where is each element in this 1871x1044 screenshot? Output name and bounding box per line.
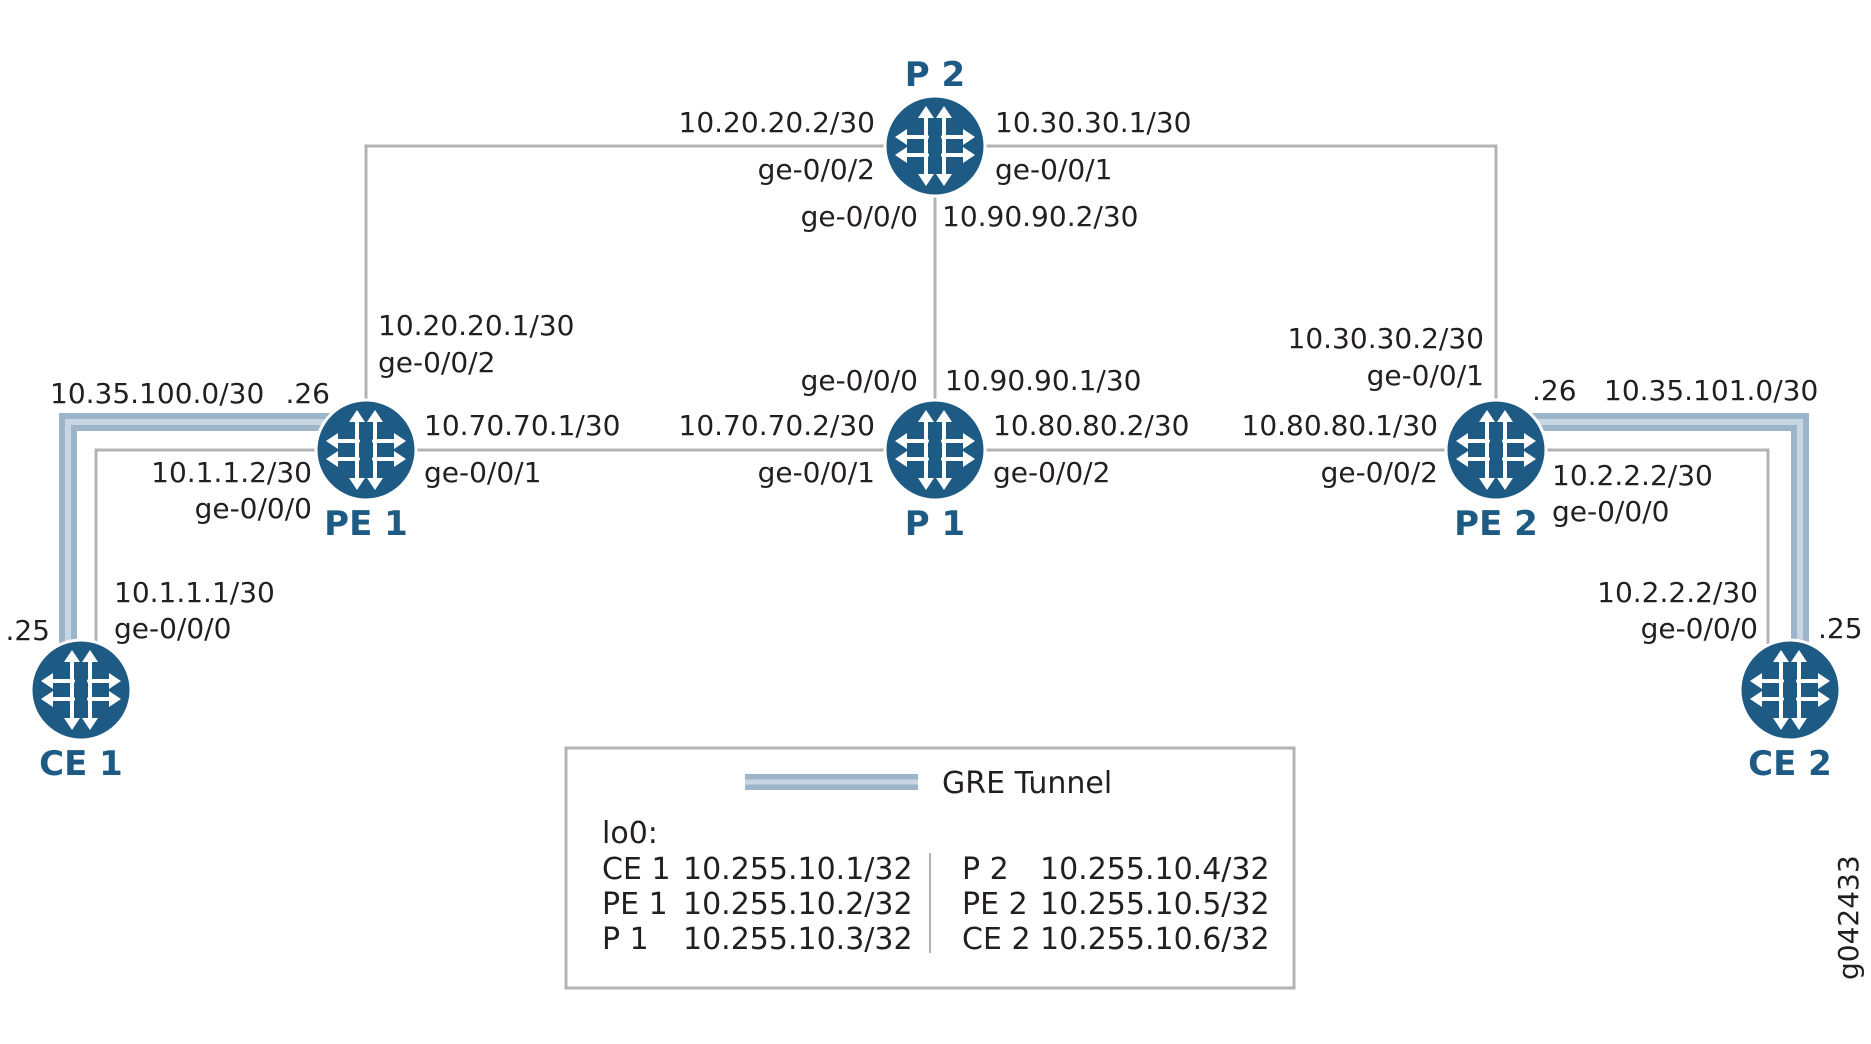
p2-right-if: ge-0/0/1 — [995, 153, 1112, 186]
pe2-left-ip: 10.80.80.1/30 — [1242, 409, 1438, 442]
router-ce2-icon — [1738, 638, 1842, 742]
p1-top-if: ge-0/0/0 — [801, 364, 918, 397]
ce1-ip: 10.1.1.1/30 — [114, 576, 275, 609]
figure-id: g042433 — [1832, 855, 1865, 980]
pe1-right-ip: 10.70.70.1/30 — [424, 409, 620, 442]
legend-entry-addr: 10.255.10.1/32 — [683, 852, 913, 887]
tunnel2-pe-host: .26 — [1532, 374, 1577, 407]
pe1-left-if: ge-0/0/0 — [195, 492, 312, 525]
p1-top-ip: 10.90.90.1/30 — [945, 364, 1141, 397]
node-label-p1: P 1 — [905, 504, 965, 544]
gre-tunnels — [59, 413, 1809, 690]
link-pe2-ce2 — [1496, 448, 1770, 690]
p2-bottom-ip: 10.90.90.2/30 — [942, 200, 1138, 233]
legend-entry-addr: 10.255.10.2/32 — [683, 887, 913, 922]
legend-entry-name: PE 2 — [962, 887, 1028, 922]
ce2-if: ge-0/0/0 — [1641, 612, 1758, 645]
p1-left-ip: 10.70.70.2/30 — [679, 409, 875, 442]
ce2-ip: 10.2.2.2/30 — [1597, 576, 1758, 609]
link-pe1-ce1 — [94, 448, 366, 690]
p2-left-ip: 10.20.20.2/30 — [679, 106, 875, 139]
p1-right-ip: 10.80.80.2/30 — [993, 409, 1189, 442]
legend-entry-addr: 10.255.10.3/32 — [683, 922, 913, 957]
tunnel1-network: 10.35.100.0/30 — [50, 377, 264, 410]
pe1-top-if: ge-0/0/2 — [378, 346, 495, 379]
pe2-top-ip: 10.30.30.2/30 — [1288, 322, 1484, 355]
pe2-right-ip: 10.2.2.2/30 — [1552, 459, 1713, 492]
p1-left-if: ge-0/0/1 — [758, 456, 875, 489]
link-pe1-p2 — [364, 144, 935, 450]
p2-right-ip: 10.30.30.1/30 — [995, 106, 1191, 139]
pe1-right-if: ge-0/0/1 — [424, 456, 541, 489]
legend-entry-name: PE 1 — [602, 887, 668, 922]
pe2-top-if: ge-0/0/1 — [1367, 359, 1484, 392]
pe1-top-ip: 10.20.20.1/30 — [378, 309, 574, 342]
legend-lo0-title: lo0: — [602, 816, 658, 851]
legend: GRE Tunnel lo0: CE 1 10.255.10.1/32 PE 1… — [564, 746, 1296, 990]
legend-entry-name: P 1 — [602, 922, 649, 957]
node-label-ce1: CE 1 — [39, 744, 123, 784]
node-label-pe1: PE 1 — [324, 504, 408, 544]
router-ce1-icon — [29, 638, 133, 742]
link-p2-pe2 — [935, 144, 1498, 450]
router-p1-icon — [883, 398, 987, 502]
pe2-right-if: ge-0/0/0 — [1552, 495, 1669, 528]
router-pe1-icon — [314, 398, 418, 502]
node-label-pe2: PE 2 — [1454, 504, 1538, 544]
legend-entry-addr: 10.255.10.4/32 — [1040, 852, 1270, 887]
legend-entry-name: CE 2 — [962, 922, 1031, 957]
node-label-ce2: CE 2 — [1748, 744, 1832, 784]
tunnel2-network: 10.35.101.0/30 — [1604, 374, 1818, 407]
node-label-p2: P 2 — [905, 55, 965, 95]
legend-entry-name: CE 1 — [602, 852, 671, 887]
pe2-left-if: ge-0/0/2 — [1321, 456, 1438, 489]
legend-entry-addr: 10.255.10.6/32 — [1040, 922, 1270, 957]
tunnel1-pe-host: .26 — [285, 377, 330, 410]
router-p2-icon — [883, 94, 987, 198]
tunnel2-ce-host: .25 — [1818, 612, 1863, 645]
tunnel1-ce-host: .25 — [5, 614, 50, 647]
legend-entry-name: P 2 — [962, 852, 1009, 887]
p2-bottom-if: ge-0/0/0 — [801, 200, 918, 233]
legend-gre-label: GRE Tunnel — [942, 766, 1112, 801]
pe1-left-ip: 10.1.1.2/30 — [151, 456, 312, 489]
p2-left-if: ge-0/0/2 — [758, 153, 875, 186]
p1-right-if: ge-0/0/2 — [993, 456, 1110, 489]
ce1-if: ge-0/0/0 — [114, 612, 231, 645]
router-pe2-icon — [1444, 398, 1548, 502]
legend-entry-addr: 10.255.10.5/32 — [1040, 887, 1270, 922]
